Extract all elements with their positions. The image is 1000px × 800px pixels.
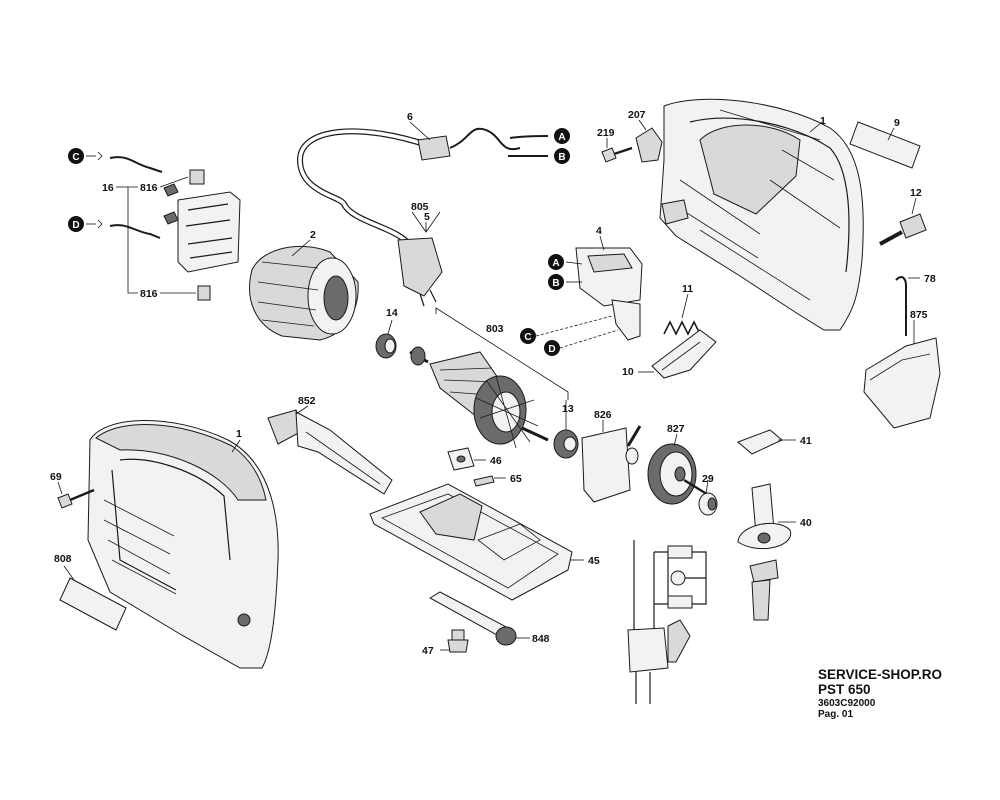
part-number-78: 78	[924, 273, 936, 285]
svg-text:D: D	[548, 344, 555, 355]
base-plate-45	[369, 483, 584, 601]
part-number-16: 16	[102, 182, 114, 194]
part-number-14: 14	[386, 307, 398, 319]
svg-text:B: B	[558, 152, 565, 163]
housing-left-half	[87, 420, 279, 669]
slide-button-10	[638, 329, 717, 379]
clamp-848	[428, 591, 530, 646]
switch-4	[535, 235, 643, 349]
svg-text:C: C	[72, 152, 79, 163]
model-name: PST 650	[818, 681, 871, 697]
part-number-11: 11	[682, 283, 693, 295]
part-number-40: 40	[800, 517, 812, 529]
part-number-47: 47	[422, 645, 434, 657]
connector-a-cable: A	[554, 128, 570, 144]
guide-41	[737, 429, 796, 455]
part-number-5: 5	[424, 211, 430, 223]
screw-69	[57, 481, 95, 509]
lifting-rod-40	[737, 483, 796, 621]
part-number-46: 46	[490, 455, 502, 467]
part-number-6: 6	[407, 111, 413, 123]
connector-d-switch: D	[544, 340, 560, 356]
connector-c-switch: C	[520, 328, 536, 344]
bearing-14	[375, 319, 397, 359]
connector-b-cable: B	[554, 148, 570, 164]
part-number-29: 29	[702, 473, 714, 485]
connector-a-switch: A	[548, 254, 564, 270]
wiring-schematic	[627, 540, 707, 704]
part-number-1-housing-left: 1	[236, 428, 242, 440]
part-number-803: 803	[486, 323, 504, 335]
svg-text:D: D	[72, 220, 79, 231]
part-65	[473, 475, 506, 487]
part-number-816-bottom: 816	[140, 288, 158, 300]
part-number-207: 207	[628, 109, 646, 121]
gear-827	[647, 433, 711, 505]
screw-219-part-207	[601, 119, 663, 163]
bearing-plate-826	[581, 420, 642, 503]
armature	[409, 307, 579, 459]
connector-c-brush: C	[68, 148, 84, 164]
part-number-41: 41	[800, 435, 812, 447]
part-number-69: 69	[50, 471, 62, 483]
part-number-816-top: 816	[140, 182, 158, 194]
part-number-875: 875	[910, 309, 928, 321]
bearing-29	[698, 479, 718, 516]
shop-name: SERVICE-SHOP.RO	[818, 667, 943, 682]
part-number-2: 2	[310, 229, 316, 241]
part-number-827: 827	[667, 423, 685, 435]
part-number-826: 826	[594, 409, 612, 421]
part-number-13: 13	[562, 403, 574, 415]
svg-text:A: A	[552, 258, 559, 269]
part-number-219: 219	[597, 127, 615, 139]
label-808	[59, 565, 127, 631]
knob-12	[879, 197, 927, 246]
connector-d-brush: D	[68, 216, 84, 232]
part-number-852: 852	[298, 395, 316, 407]
wire-78	[895, 276, 920, 336]
part-number-10: 10	[622, 366, 634, 378]
housing-right-half	[659, 98, 864, 331]
part-number-848: 848	[532, 633, 550, 645]
screw-47	[440, 629, 469, 653]
model-code: 3603C92000	[818, 697, 876, 709]
page-number: Pag. 01	[818, 708, 854, 720]
washer-46	[447, 447, 486, 471]
part-number-45: 45	[588, 555, 600, 567]
part-number-12: 12	[910, 187, 922, 199]
part-number-1-housing-right: 1	[820, 115, 826, 127]
part-number-808: 808	[54, 553, 72, 565]
info-block: SERVICE-SHOP.RO PST 650 3603C92000 Pag. …	[818, 667, 943, 720]
part-number-4: 4	[596, 225, 602, 237]
power-cable	[296, 121, 549, 307]
svg-text:B: B	[552, 278, 559, 289]
plunger-852	[267, 405, 393, 495]
part-number-805: 805	[411, 201, 429, 213]
part-number-9: 9	[894, 117, 900, 129]
svg-text:A: A	[558, 132, 565, 143]
svg-text:C: C	[524, 332, 531, 343]
spring-11	[663, 293, 701, 336]
part-number-65: 65	[510, 473, 522, 485]
label-plate-9	[849, 121, 921, 169]
connector-b-switch: B	[548, 274, 564, 290]
brush-holder-assembly	[86, 151, 241, 301]
chip-guard-875	[863, 320, 941, 429]
field-stator	[249, 239, 359, 341]
